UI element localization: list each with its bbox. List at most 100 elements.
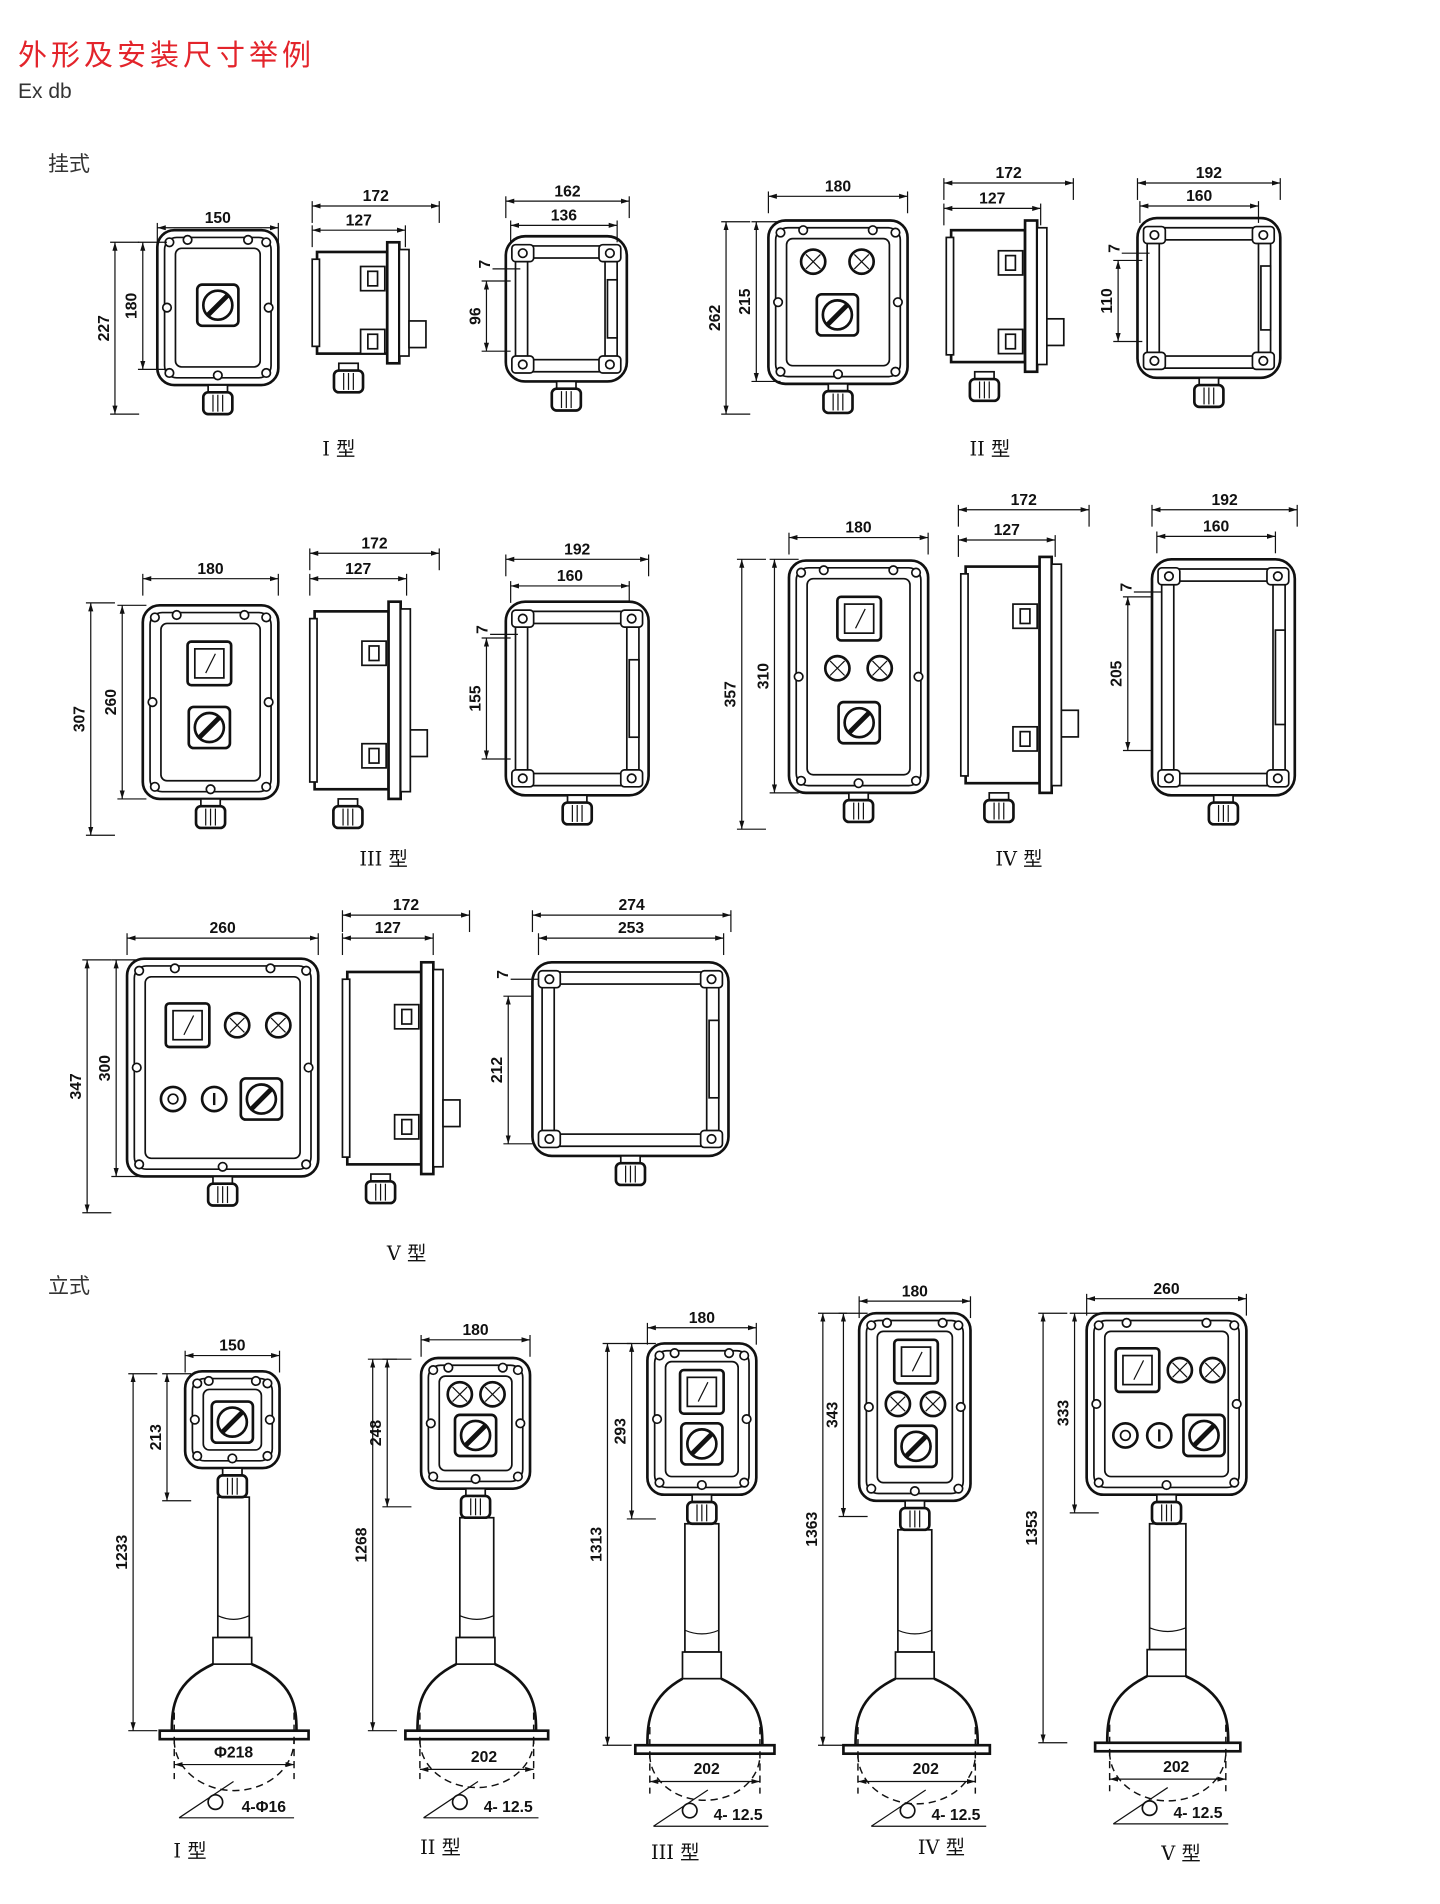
screw-icon (795, 567, 807, 578)
mounting-hole-icon (1258, 229, 1269, 241)
inner-height-label: 300 (97, 1055, 114, 1081)
hinge-pin (401, 1008, 413, 1025)
meter-needle (205, 653, 216, 674)
screw-icon (866, 1320, 877, 1331)
screw-icon (239, 609, 250, 621)
mounting-hole-size-label: 7 (475, 625, 492, 634)
hinge-pin (367, 333, 379, 350)
base-dome (416, 1662, 457, 1731)
side-cover (432, 968, 444, 1168)
hole-leader (178, 1781, 295, 1819)
base-flange (1093, 1741, 1242, 1753)
meter-needle (911, 1351, 923, 1372)
type-label: IV 型 (918, 1836, 965, 1859)
pole-break-mark (897, 1629, 933, 1635)
screw-icon (910, 775, 922, 786)
mounting-hole-icon (706, 974, 717, 985)
base-neck (212, 1636, 253, 1665)
side-flange (387, 600, 402, 801)
base-neck (1146, 1648, 1187, 1678)
mounting-hole-icon (517, 248, 528, 259)
box-height-label: 333 (1056, 1400, 1073, 1426)
mounting-hole-icon (626, 613, 637, 624)
mounting-hole-icon (544, 974, 555, 985)
outer-height-label: 357 (723, 681, 740, 707)
hinge-pin (1004, 254, 1017, 271)
type-label: IV 型 (995, 847, 1042, 870)
screw-icon (192, 1378, 203, 1389)
screw-icon (739, 1477, 750, 1488)
meter-needle (1133, 1360, 1145, 1381)
screw-icon (890, 227, 901, 238)
type-label: II 型 (420, 1836, 461, 1859)
mounting-height-label: 110 (1099, 288, 1116, 314)
base-dome (854, 1677, 897, 1746)
screw-icon (775, 227, 786, 238)
support-pole (1148, 1522, 1187, 1651)
screw-icon (264, 1414, 275, 1425)
front-width-label: 180 (197, 561, 223, 578)
front-width-label: 180 (825, 178, 851, 195)
screw-icon (147, 697, 158, 708)
screw-icon (470, 1473, 481, 1485)
base-dome (933, 1677, 980, 1746)
screw-icon (192, 1450, 203, 1462)
selector-handle (464, 1424, 487, 1447)
bolt-hole-label: 4- 12.5 (1174, 1805, 1223, 1822)
front-width-label: 150 (205, 210, 231, 227)
side-flange (1038, 555, 1054, 795)
bolt-circle (857, 1754, 977, 1805)
mounting-hole-size-label: 7 (1118, 583, 1135, 592)
inner-height-label: 180 (124, 292, 141, 318)
base-diameter-label: 202 (471, 1749, 497, 1766)
screw-icon (301, 1159, 312, 1170)
total-height-label: 1353 (1024, 1510, 1041, 1545)
side-depth-inner-label: 127 (375, 920, 401, 937)
base-neck (455, 1636, 496, 1665)
screw-icon (696, 1479, 707, 1491)
screw-icon (161, 302, 173, 313)
back-panel (526, 622, 628, 775)
mounting-hole-icon (544, 1133, 555, 1145)
side-flange (419, 960, 435, 1176)
side-depth-outer-label: 172 (1011, 492, 1037, 509)
hinge-pin (401, 1118, 413, 1135)
back-panel (1158, 239, 1260, 357)
screw-icon (263, 697, 274, 708)
meter-icon (900, 1346, 932, 1377)
side-cover (398, 248, 410, 357)
lamp-cross (1204, 1362, 1221, 1378)
side-flange (1023, 219, 1039, 374)
mounting-hole-size-label: 7 (495, 970, 512, 979)
section-hanging-heading: 挂式 (48, 152, 90, 176)
box-height-label: 248 (368, 1420, 385, 1446)
side-depth-outer-label: 172 (393, 897, 419, 914)
width-label: 150 (219, 1338, 245, 1355)
side-actuator (1045, 317, 1065, 347)
screw-icon (818, 565, 829, 576)
width-label: 180 (462, 1322, 488, 1339)
screw-icon (890, 366, 901, 377)
screw-icon (892, 297, 903, 308)
bolt-hole-icon (207, 1793, 224, 1811)
total-height-label: 1233 (114, 1534, 131, 1569)
hole-leader (423, 1781, 539, 1819)
side-rear-flange (959, 573, 969, 777)
bolt-hole-icon (1141, 1800, 1158, 1817)
side-depth-inner-label: 127 (994, 522, 1020, 539)
base-diameter-label: 202 (694, 1761, 720, 1778)
hinge-pin (368, 747, 380, 764)
screw-icon (937, 1317, 948, 1328)
bolt-circle (649, 1754, 761, 1801)
side-cover (1036, 226, 1048, 366)
screw-icon (798, 225, 809, 236)
screw-icon (497, 1362, 508, 1373)
side-depth-inner-label: 127 (345, 561, 371, 578)
mounting-height-label: 205 (1109, 660, 1126, 686)
back-width-outer-label: 192 (564, 541, 590, 558)
mounting-hole-icon (1149, 229, 1160, 241)
